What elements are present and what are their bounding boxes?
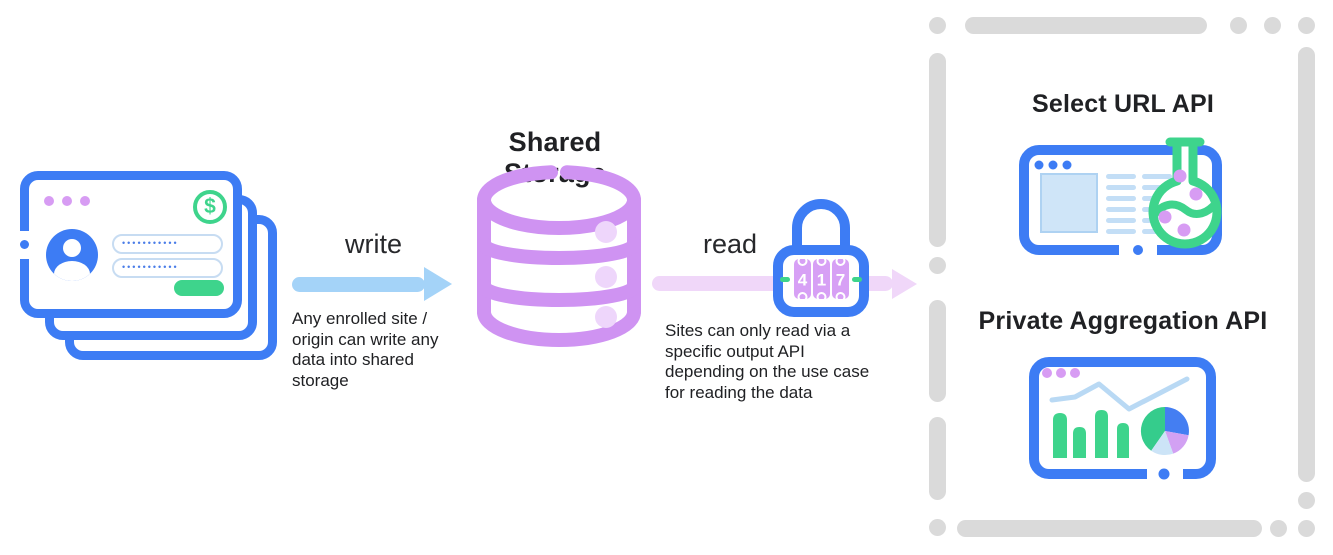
write-arrow [292,277,425,292]
read-label: read [703,229,758,259]
write-label: write [345,229,403,259]
login-button[interactable] [174,280,224,296]
dollar-icon: $ [193,190,227,224]
window-control-dot [80,196,90,206]
read-arrow-head [892,269,917,299]
browser-flask-icon [1019,137,1222,258]
lock-dial-digit[interactable]: 4 [798,271,808,290]
lock-dial-digit[interactable]: 1 [817,271,826,290]
combination-lock-icon: 4 1 7 [773,199,869,317]
window-control-dot [44,196,54,206]
dashboard-chart-icon [1029,357,1216,482]
password-field-2[interactable]: ••••••••••• [112,258,223,278]
database-icon [477,165,641,347]
lock-dial-digit[interactable]: 7 [836,271,845,290]
select-url-api-title: Select URL API [1031,90,1215,118]
write-arrow-head [424,267,452,301]
private-aggregation-api-title: Private Aggregation API [978,307,1268,335]
avatar-icon [46,229,98,281]
password-field-1[interactable]: ••••••••••• [112,234,223,254]
write-caption: Any enrolled site / origin can write any… [292,309,439,390]
read-caption: Sites can only read via a specific outpu… [665,321,870,402]
window-control-dot [62,196,72,206]
